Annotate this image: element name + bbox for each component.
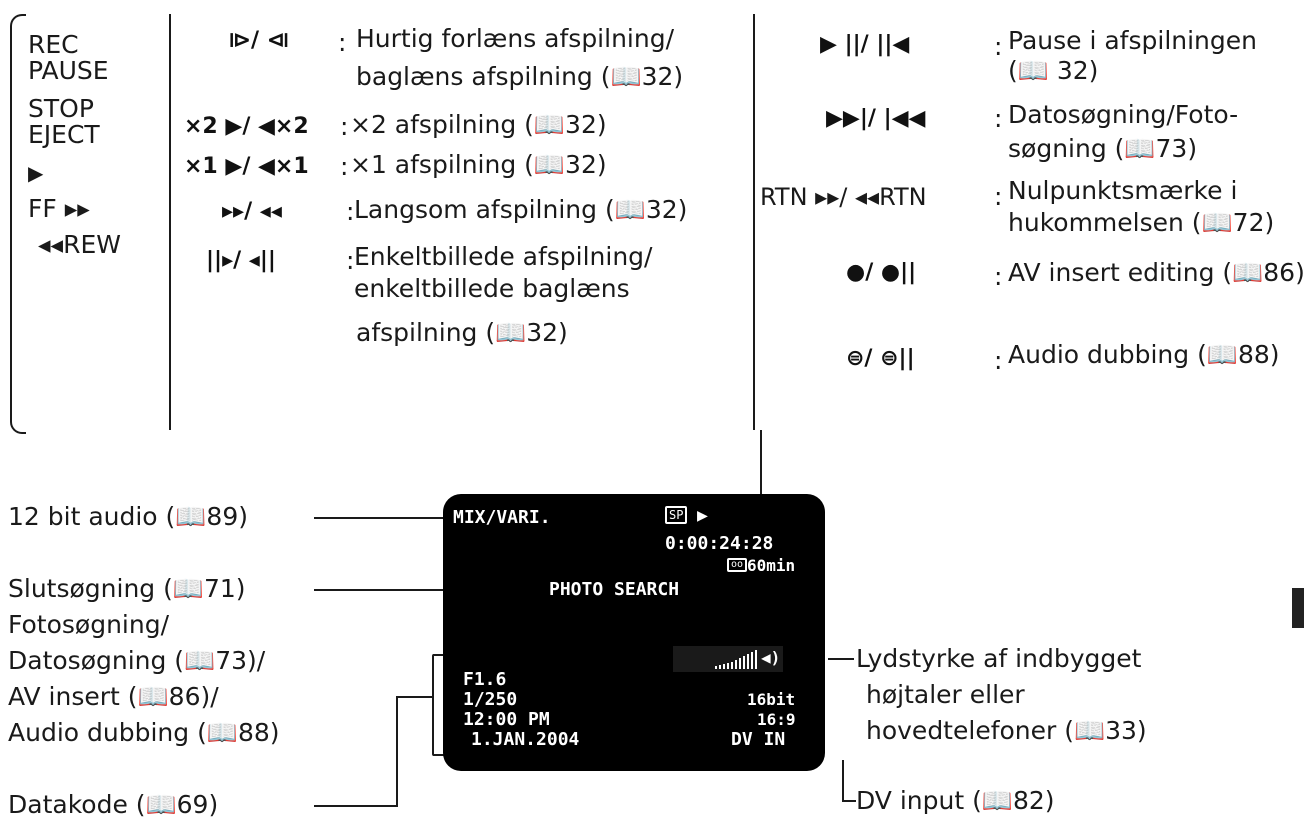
pause-text-1: Pause i afspilningen — [1008, 26, 1257, 55]
speaker-icon: ◀) — [761, 648, 781, 667]
slow-play-text: Langsom afspilning (📖32) — [354, 195, 688, 224]
datakode-leader-v — [396, 696, 398, 807]
x1-play-icon: ×1 ▶/ ◀×1 — [184, 154, 309, 179]
rew-label: ◂◂REW — [38, 230, 121, 259]
mix-vari-label: MIX/VARI. — [453, 507, 551, 528]
camcorder-screen: MIX/VARI. SP ▶ 0:00:24:28 oo 60min PHOTO… — [443, 494, 825, 771]
colon: : — [346, 246, 355, 275]
stop-label: STOP — [28, 94, 94, 123]
fast-play-icon: ⧐/ ⧏ — [228, 28, 290, 53]
rtn-text-1: Nulpunktsmærke i — [1008, 176, 1238, 205]
screen-play-leader — [760, 430, 762, 506]
play-icon: ▶ — [697, 505, 708, 526]
fast-play-text-2: baglæns afspilning (📖32) — [356, 62, 684, 91]
ff-label: FF ▸▸ — [28, 194, 90, 223]
dv-input-callout: DV input (📖82) — [856, 786, 1055, 815]
colon: : — [340, 152, 349, 181]
colon: : — [994, 182, 1003, 211]
rtn-text-2: hukommelsen (📖72) — [1008, 208, 1275, 237]
fast-play-text-1: Hurtig forlæns afspilning/ — [356, 24, 675, 53]
bit-indicator: 16bit — [747, 690, 796, 709]
dv-input-leader-h — [842, 800, 856, 802]
rtn-icon: RTN ▸▸/ ◂◂RTN — [760, 183, 927, 211]
divider-right — [753, 14, 755, 430]
tape-icon: oo — [727, 558, 748, 572]
search-callout-3: Datosøgning (📖73)/ — [8, 646, 266, 675]
x2-play-icon: ×2 ▶/ ◀×2 — [184, 114, 309, 139]
aperture: F1.6 — [463, 669, 507, 690]
colon: : — [994, 346, 1003, 375]
datakode-leader — [314, 805, 396, 807]
pause-text-2: (📖 32) — [1008, 56, 1099, 85]
volume-callout-3: hovedtelefoner (📖33) — [866, 716, 1147, 745]
audio-dub-text: Audio dubbing (📖88) — [1008, 340, 1280, 369]
frame-play-icon: ||▸/ ◂|| — [206, 248, 276, 273]
shutter: 1/250 — [463, 689, 518, 710]
colon: : — [338, 28, 347, 57]
datakode-leader-h2 — [396, 696, 432, 698]
pause-play-icon: ▶ ||/ ||◀ — [820, 32, 910, 57]
search-callout-2: Fotosøgning/ — [8, 610, 169, 639]
play-label: ▶ — [28, 161, 44, 185]
left-bracket — [10, 14, 26, 434]
volume-callout-1: Lydstyrke af indbygget — [856, 644, 1142, 673]
dv-in-label: DV IN — [731, 729, 786, 750]
timecode: 0:00:24:28 — [665, 533, 774, 554]
pause-label: PAUSE — [28, 56, 109, 85]
volume-callout-2: højtaler eller — [866, 680, 1025, 709]
slow-play-icon: ▸▸/ ◂◂ — [222, 199, 282, 224]
divider-left — [169, 14, 171, 430]
frame-play-text-1: Enkeltbillede afspilning/ — [354, 242, 653, 271]
eject-label: EJECT — [28, 120, 100, 149]
aspect-ratio: 16:9 — [757, 710, 796, 729]
av-insert-icon: ●/ ●|| — [846, 260, 917, 285]
colon: : — [346, 197, 355, 226]
search-callout-1: Slutsøgning (📖71) — [8, 574, 246, 603]
colon: : — [994, 32, 1003, 61]
frame-play-text-2: enkeltbillede baglæns — [354, 274, 630, 303]
audio-dub-icon: ⊜/ ⊜|| — [846, 346, 915, 371]
tape-remaining: 60min — [747, 556, 796, 575]
page-tab-marker — [1292, 588, 1304, 628]
rec-label: REC — [28, 30, 79, 59]
date-search-text-2: søgning (📖73) — [1008, 134, 1198, 163]
date-search-icon: ▶▶|/ |◀◀ — [826, 106, 926, 131]
search-callout-4: AV insert (📖86)/ — [8, 682, 219, 711]
photo-search-label: PHOTO SEARCH — [549, 579, 680, 600]
av-insert-text: AV insert editing (📖86) — [1008, 258, 1304, 287]
frame-play-text-3: afspilning (📖32) — [356, 318, 568, 347]
datakode-bracket — [432, 654, 448, 756]
datakode-callout: Datakode (📖69) — [8, 790, 219, 819]
x2-play-text: ×2 afspilning (📖32) — [350, 110, 607, 139]
time: 12:00 PM — [463, 709, 550, 730]
search-callout-5: Audio dubbing (📖88) — [8, 718, 280, 747]
date-search-text-1: Datosøgning/Foto- — [1008, 100, 1239, 129]
sp-badge: SP — [665, 506, 688, 524]
date: 1.JAN.2004 — [471, 729, 580, 750]
x1-play-text: ×1 afspilning (📖32) — [350, 150, 607, 179]
search-leader — [314, 589, 546, 591]
colon: : — [994, 104, 1003, 133]
volume-leader — [828, 658, 854, 660]
dv-input-leader-v — [842, 760, 844, 802]
colon: : — [340, 112, 349, 141]
colon: : — [994, 262, 1003, 291]
volume-level-icon — [715, 650, 757, 669]
bit-audio-callout: 12 bit audio (📖89) — [8, 502, 248, 531]
bit-audio-leader — [314, 517, 454, 519]
